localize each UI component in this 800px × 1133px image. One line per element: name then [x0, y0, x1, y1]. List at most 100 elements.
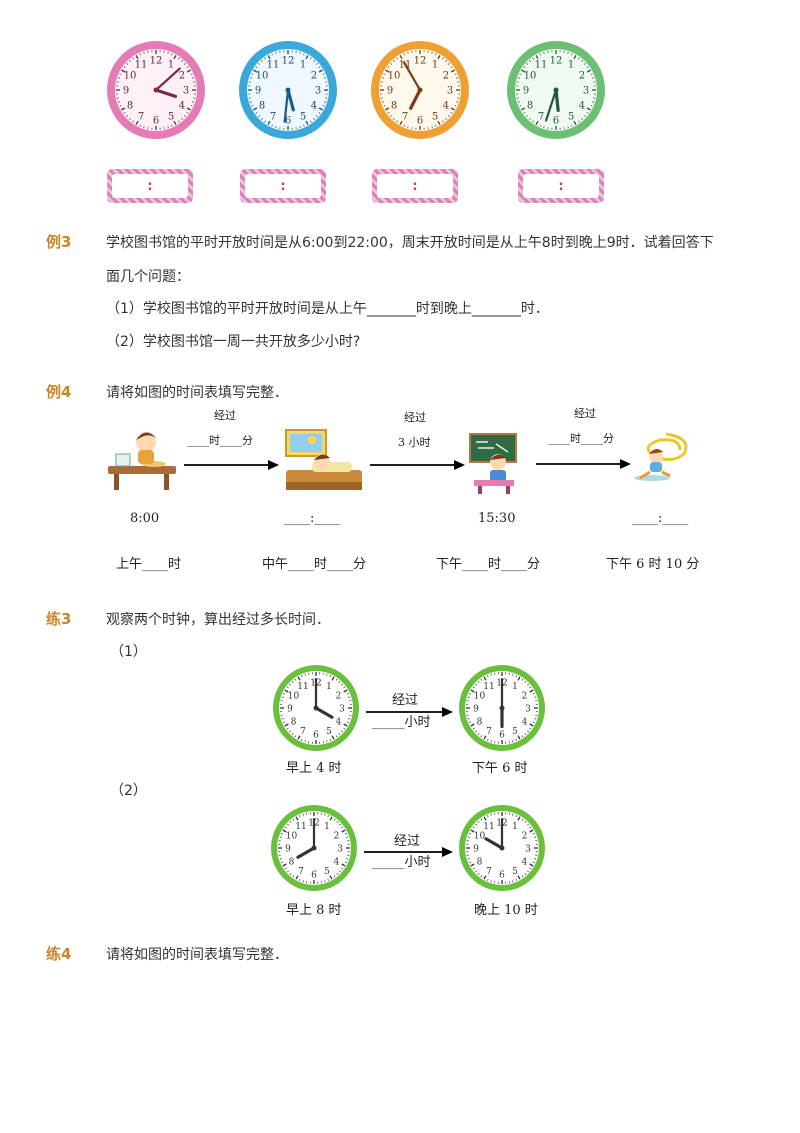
pr3-arrow-1-top: 经过: [392, 693, 419, 708]
clock-tick: [279, 836, 282, 838]
clock-tick: [282, 721, 286, 723]
practice-3-label: 练3: [46, 610, 72, 628]
clock-tick: [445, 118, 448, 120]
clock-tick: [480, 875, 483, 878]
clock-tick: [305, 120, 309, 125]
clock-tick: [512, 740, 514, 743]
pr3-arrow-1-bottom: _____小时: [372, 715, 431, 730]
clock-tick: [178, 57, 180, 60]
clock-tick: [313, 60, 316, 62]
clock-number: 7: [270, 111, 276, 122]
clock-tick: [275, 51, 277, 54]
clock-tick: [532, 693, 536, 695]
clock-number: 12: [550, 56, 563, 67]
clock-tick: [289, 821, 292, 823]
clock-tick: [324, 813, 326, 816]
clock-number: 5: [432, 111, 438, 122]
time-4: ____:____: [632, 511, 689, 526]
clock-tick: [346, 858, 349, 860]
clock-number: 8: [391, 101, 397, 112]
clock-tick: [299, 51, 301, 54]
example-3-question-2: （2）学校图书馆一周一共开放多少小时?: [106, 334, 361, 350]
clock-tick: [487, 878, 489, 882]
clock-tick: [282, 863, 287, 867]
clock-tick: [534, 696, 537, 698]
clock-tick: [480, 678, 483, 681]
clock-number: 1: [326, 682, 332, 692]
clock-number: 3: [583, 86, 589, 97]
clock-tick: [527, 870, 529, 873]
clock-tick: [477, 733, 480, 735]
clock-number: 5: [512, 867, 518, 877]
clock-tick: [475, 683, 477, 686]
clock-tick: [302, 813, 304, 816]
minute-hand: [154, 67, 181, 92]
clock-tick: [324, 77, 327, 79]
clock-tick: [521, 818, 524, 821]
clock-number: 4: [311, 101, 317, 112]
clock-tick: [186, 69, 191, 73]
clock-tick: [515, 878, 517, 882]
clock-tick: [470, 689, 475, 693]
clock-tick: [581, 118, 584, 120]
clock-number: 11: [267, 60, 280, 71]
clock-tick: [396, 57, 398, 60]
clock-number: 9: [473, 845, 479, 855]
clock-tick: [528, 60, 531, 62]
clock-number: 4: [179, 101, 185, 112]
clock-tick: [143, 126, 145, 129]
clock-tick: [584, 115, 586, 118]
clock-tick: [186, 107, 191, 111]
clock-center: [153, 87, 159, 93]
clock-tick: [267, 55, 271, 60]
clock-tick: [515, 738, 517, 742]
clock-tick: [490, 813, 492, 816]
period-2: 中午____时____分: [262, 557, 367, 572]
clock-tick: [450, 107, 455, 111]
clock-tick: [519, 105, 522, 107]
clock-tick: [348, 718, 351, 720]
clock-tick: [281, 718, 284, 720]
clock-tick: [286, 686, 289, 689]
clock-tick: [512, 880, 514, 883]
clock-tick: [329, 875, 333, 880]
answer-box-4[interactable]: :: [518, 169, 604, 203]
clock-tick: [517, 77, 520, 79]
answer-box-1[interactable]: :: [107, 169, 193, 203]
clock-tick: [517, 875, 521, 880]
clock-number: 12: [150, 56, 163, 67]
clock-tick: [284, 826, 287, 829]
answer-box-2[interactable]: :: [240, 169, 326, 203]
clock-tick: [341, 826, 344, 829]
clock-tick: [523, 66, 526, 68]
clock-tick: [316, 115, 318, 118]
arrow-3-bottom: ____时____分: [548, 432, 614, 445]
clock-tick: [487, 738, 489, 742]
arrow-2-top: 经过: [404, 411, 426, 424]
clock-tick: [512, 673, 514, 676]
clock-tick: [456, 101, 459, 103]
arrow-3: [534, 458, 632, 470]
period-1: 上午____时: [116, 557, 182, 572]
clock-number: 10: [388, 71, 401, 82]
minute-hand: [545, 88, 558, 122]
clock-tick: [128, 118, 131, 120]
clock-tick: [470, 863, 475, 867]
clock-tick: [487, 814, 489, 818]
clock-tick: [287, 823, 289, 826]
clock-number: 4: [336, 718, 342, 728]
clock-number: 3: [447, 86, 453, 97]
answer-box-3[interactable]: :: [372, 169, 458, 203]
clock-tick: [119, 73, 122, 75]
clock-tick: [435, 53, 437, 56]
clock-tick: [284, 867, 287, 870]
arrow-3-top: 经过: [574, 407, 596, 420]
pr3-right-time-2: 晚上 10 时: [474, 903, 538, 918]
clock-tick: [527, 730, 529, 733]
clock-tick: [407, 126, 409, 129]
practice-3-part-2: （2）: [110, 783, 147, 799]
example-4-instruction: 请将如图的时间表填写完整．: [106, 385, 288, 401]
clock-tick: [301, 674, 303, 678]
clock-tick: [258, 62, 260, 65]
